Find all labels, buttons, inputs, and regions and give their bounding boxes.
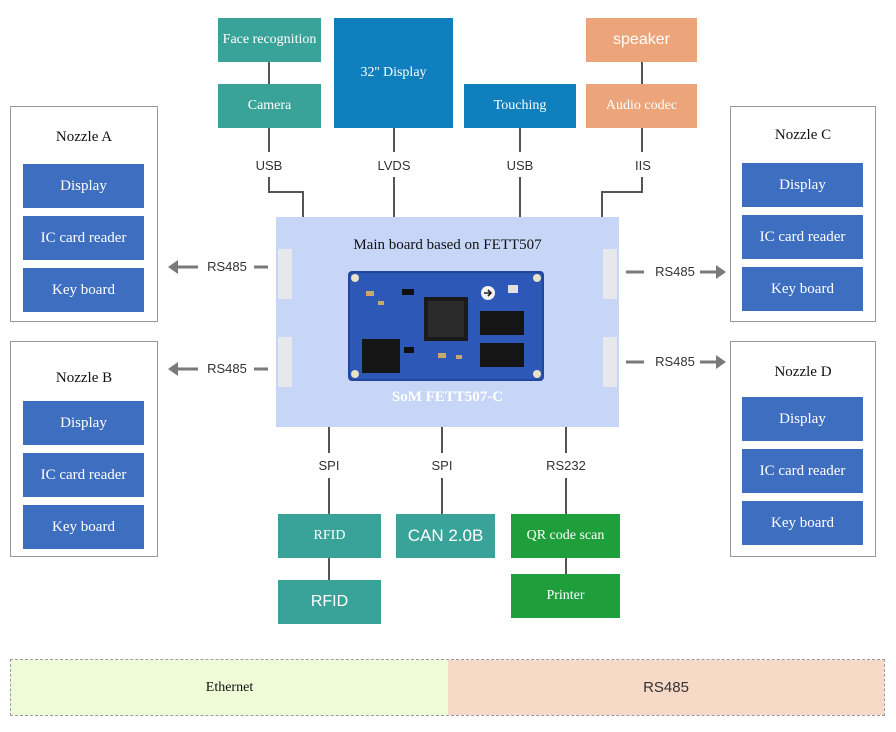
connector-tab: [603, 337, 617, 387]
rs485-c-label: RS485: [655, 264, 695, 279]
printer-box: Printer: [511, 574, 620, 618]
nozzle-c: Nozzle C Display IC card reader Key boar…: [730, 106, 876, 322]
nozzle-d-display: Display: [742, 397, 863, 441]
nozzle-b-key-board: Key board: [23, 505, 144, 549]
camera-label: Camera: [247, 98, 292, 113]
rs485-a-label: RS485: [207, 259, 247, 274]
rfid-label: RFID: [310, 593, 349, 610]
nozzle-d-ic-card-reader: IC card reader: [742, 449, 863, 493]
lvds-label: LVDS: [377, 158, 411, 173]
nozzle-b: Nozzle B Display IC card reader Key boar…: [10, 341, 158, 557]
rs485-arrow-c: [626, 265, 726, 279]
connector-line: [328, 478, 330, 514]
connector-line: [268, 177, 270, 192]
can-label: CAN 2.0B: [407, 526, 484, 545]
rs485-arrow-b: [168, 362, 268, 376]
connector-line: [268, 62, 270, 84]
qr-code-scan-label: QR code scan: [526, 528, 605, 543]
face-recognition-label: Face recognition: [222, 32, 317, 47]
rfid-module-label: RFID: [313, 528, 346, 543]
nozzle-c-ic-card-reader: IC card reader: [742, 215, 863, 259]
connector-line: [268, 191, 303, 193]
connector-tab: [603, 249, 617, 299]
connector-line: [641, 128, 643, 152]
connector-tab: [278, 249, 292, 299]
face-recognition-box: Face recognition: [218, 18, 321, 62]
spi-left-label: SPI: [318, 458, 340, 473]
main-board: Main board based on FETT507 SoM FETT507-…: [276, 217, 619, 427]
som-label: SoM FETT507-C: [391, 389, 504, 405]
ethernet-label: Ethernet: [205, 679, 254, 695]
nozzle-b-display: Display: [23, 401, 144, 445]
connector-line: [641, 177, 643, 192]
connector-tab: [278, 337, 292, 387]
rs485-bus-label: RS485: [643, 679, 689, 696]
speaker-label: speaker: [613, 31, 670, 48]
nozzle-c-title: Nozzle C: [774, 127, 832, 143]
connector-line: [441, 478, 443, 514]
audio-codec-box: Audio codec: [586, 84, 697, 128]
qr-code-scan-box: QR code scan: [511, 514, 620, 558]
rs485-arrow-a: [168, 260, 268, 274]
rs232-label: RS232: [546, 458, 586, 473]
connector-line: [393, 177, 395, 217]
nozzle-c-key-board: Key board: [742, 267, 863, 311]
iis-label: IIS: [635, 158, 651, 173]
rs485-section: RS485: [448, 660, 884, 715]
connector-line: [565, 558, 567, 574]
touching-box: Touching: [464, 84, 576, 128]
nozzle-b-title: Nozzle B: [55, 370, 113, 386]
connector-line: [565, 478, 567, 514]
rfid-box: RFID: [278, 580, 381, 624]
rs485-b-label: RS485: [207, 361, 247, 376]
nozzle-a-title: Nozzle A: [55, 129, 113, 145]
can-box: CAN 2.0B: [396, 514, 495, 558]
connector-line: [328, 558, 330, 580]
nozzle-d: Nozzle D Display IC card reader Key boar…: [730, 341, 876, 557]
audio-codec-label: Audio codec: [605, 98, 678, 113]
rs485-d-label: RS485: [655, 354, 695, 369]
usb-right-label: USB: [506, 158, 534, 173]
speaker-box: speaker: [586, 18, 697, 62]
connector-line: [268, 128, 270, 152]
nozzle-b-ic-card-reader: IC card reader: [23, 453, 144, 497]
rs485-arrow-d: [626, 355, 726, 369]
camera-box: Camera: [218, 84, 321, 128]
network-bar: Ethernet RS485: [10, 659, 885, 716]
connector-line: [601, 191, 603, 217]
nozzle-c-display: Display: [742, 163, 863, 207]
connector-line: [601, 191, 643, 193]
connector-line: [519, 128, 521, 152]
connector-line: [441, 427, 443, 453]
som-board-image: [348, 271, 544, 381]
ethernet-section: Ethernet: [11, 660, 448, 715]
display-32-label: 32'' Display: [360, 65, 427, 80]
printer-label: Printer: [546, 588, 585, 603]
connector-line: [641, 62, 643, 84]
connector-line: [519, 177, 521, 217]
connector-line: [302, 191, 304, 217]
nozzle-a-key-board: Key board: [23, 268, 144, 312]
spi-mid-label: SPI: [431, 458, 453, 473]
connector-line: [328, 427, 330, 453]
main-board-title: Main board based on FETT507: [353, 237, 542, 253]
nozzle-a-ic-card-reader: IC card reader: [23, 216, 144, 260]
nozzle-d-title: Nozzle D: [774, 364, 832, 380]
nozzle-a: Nozzle A Display IC card reader Key boar…: [10, 106, 158, 322]
touching-label: Touching: [493, 98, 547, 113]
nozzle-a-display: Display: [23, 164, 144, 208]
display-32-box: 32'' Display: [334, 18, 453, 128]
connector-line: [565, 427, 567, 453]
rfid-module-box: RFID: [278, 514, 381, 558]
nozzle-d-key-board: Key board: [742, 501, 863, 545]
usb-left-label: USB: [255, 158, 283, 173]
connector-line: [393, 128, 395, 152]
